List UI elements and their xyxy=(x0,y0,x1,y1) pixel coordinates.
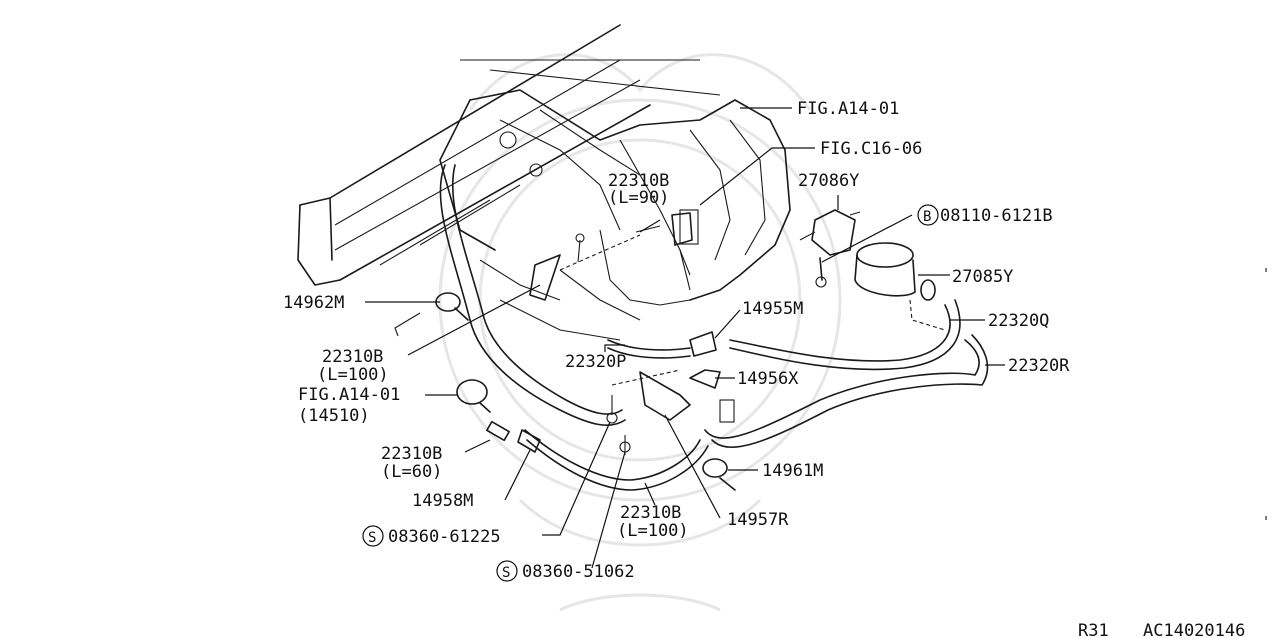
label-27086y: 27086Y xyxy=(798,171,859,191)
label-14958m: 14958M xyxy=(412,491,473,511)
label-fig-c16-06: FIG.C16-06 xyxy=(820,139,922,159)
symbol-s1-circle xyxy=(362,525,384,547)
label-14962m: 14962M xyxy=(283,293,344,313)
label-14957r: 14957R xyxy=(727,510,789,530)
label-14510: (14510) xyxy=(298,406,370,426)
label-14961m: 14961M xyxy=(762,461,823,481)
label-08360-51062: 08360-51062 xyxy=(522,562,635,582)
label-l60: (L=60) xyxy=(381,462,442,482)
footer: R31 AC14020146 xyxy=(1078,621,1245,638)
engine-intake-manifold xyxy=(297,24,791,341)
label-22320p: 22320P xyxy=(565,352,626,372)
label-14955m: 14955M xyxy=(742,299,803,319)
footer-model: R31 xyxy=(1078,621,1109,638)
hose-run-left xyxy=(439,164,709,491)
symbol-b: B xyxy=(923,209,931,225)
label-l100a: (L=100) xyxy=(317,365,389,385)
canister-27085y xyxy=(799,209,936,301)
label-22310b-l90: 22310B xyxy=(608,171,669,191)
label-l100b: (L=100) xyxy=(617,521,689,541)
label-22310b-l100a: 22310B xyxy=(322,347,383,367)
label-22320q: 22320Q xyxy=(988,311,1049,331)
label-22320r: 22320R xyxy=(1008,356,1070,376)
part-labels: FIG.A14-01 FIG.C16-06 22310B (L=90) 2708… xyxy=(283,99,1070,582)
small-parts xyxy=(394,212,736,491)
symbol-b-circle xyxy=(917,204,939,226)
footer-code: AC14020146 xyxy=(1143,621,1245,638)
label-14956x: 14956X xyxy=(737,369,799,389)
label-22310b-l100b: 22310B xyxy=(620,503,681,523)
symbol-s2: S xyxy=(502,565,510,581)
label-l90: (L=90) xyxy=(608,188,669,208)
watermark-emblem xyxy=(438,53,842,612)
symbol-s2-circle xyxy=(496,560,518,582)
label-08360-61225: 08360-61225 xyxy=(388,527,501,547)
label-fig-a14-01-left: FIG.A14-01 xyxy=(298,385,400,405)
hose-run-right xyxy=(607,299,989,448)
leader-lines xyxy=(365,107,1005,569)
label-27085y: 27085Y xyxy=(952,267,1013,287)
label-22310b-l60: 22310B xyxy=(381,444,442,464)
label-08110-6121b: 08110-6121B xyxy=(940,206,1053,226)
symbol-s1: S xyxy=(368,530,376,546)
label-fig-a14-01-top: FIG.A14-01 xyxy=(797,99,899,119)
